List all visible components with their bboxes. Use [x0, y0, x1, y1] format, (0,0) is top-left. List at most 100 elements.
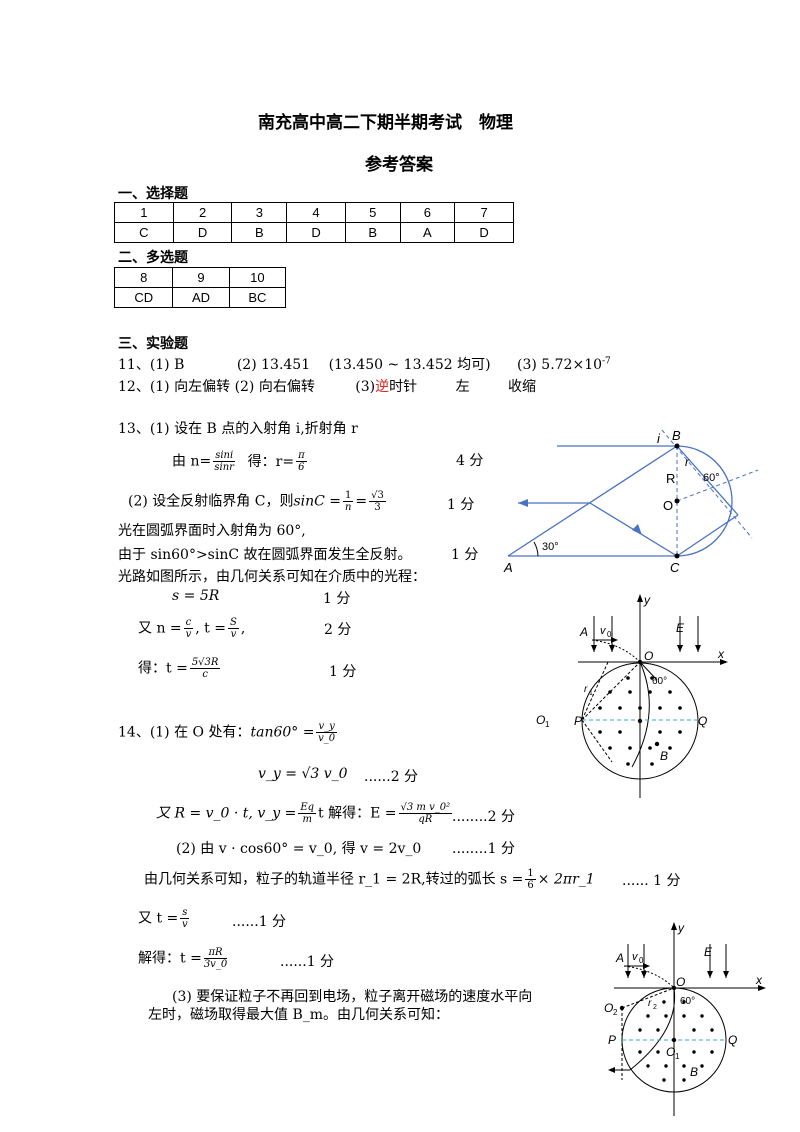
q14-text: 解得：t = — [138, 950, 202, 967]
q13-math: = — [355, 493, 368, 510]
table-cell: D — [286, 222, 346, 243]
label-P: P — [608, 1033, 616, 1047]
table-cell: 3 — [231, 202, 288, 223]
q11-range: (13.450 ~ 13.452 均可) — [328, 357, 491, 373]
q14-math: 又 R = v_0 · t, v_y = — [156, 805, 297, 822]
numerator: sini — [213, 450, 236, 462]
q14-score5: ......1 分 — [232, 914, 287, 930]
label-E: E — [676, 621, 685, 635]
label-C: C — [670, 560, 680, 575]
label-A: A — [615, 951, 624, 965]
answer-11: 11、(1) B (2) 13.451 (13.450 ~ 13.452 均可)… — [118, 354, 611, 374]
label-Q: Q — [728, 1033, 737, 1047]
table-cell: 7 — [454, 202, 514, 223]
numerator: S — [227, 617, 239, 629]
page-subtitle: 参考答案 — [365, 155, 433, 175]
denominator: 6 — [298, 462, 305, 473]
q12-part3-pre: (3) — [355, 379, 376, 395]
q13-line6: 光路如图所示，由几何关系可知在介质中的光程： — [118, 569, 426, 585]
numerator: 1 — [525, 868, 536, 880]
label-angle60: 60° — [703, 472, 720, 484]
label-O1-sub: 1 — [545, 720, 550, 729]
label-O1-sub: 1 — [675, 1052, 680, 1061]
q13-score6: 1 分 — [329, 664, 357, 680]
label-r1-sub: 1 — [589, 690, 593, 697]
table-cell: 8 — [113, 267, 174, 288]
numerator: c — [183, 617, 194, 629]
table-cell: B — [344, 222, 401, 243]
q12-part5: 收缩 — [508, 379, 537, 395]
q12-highlight: 逆 — [375, 379, 390, 395]
q13-text: 得：r= — [247, 453, 295, 470]
table-cell: 5 — [344, 202, 401, 223]
numerator: π — [296, 450, 307, 462]
label-O2-sub: 2 — [613, 1008, 618, 1017]
label-r1: r — [584, 684, 588, 695]
q11-part1: 11、(1) B — [118, 357, 185, 373]
refraction-diagram: i B r R O 60° 30° A C — [503, 428, 759, 575]
q13-line4: 光在圆弧界面时入射角为 60°, — [118, 523, 306, 539]
table-cell: 1 — [114, 202, 174, 223]
q13-line7: s = 5R — [172, 588, 220, 604]
label-angle60: 60° — [652, 676, 667, 687]
denominator: c — [202, 669, 208, 680]
table-cell: A — [399, 222, 456, 243]
q13-score2: 1 分 — [447, 497, 475, 513]
q14-score1: ......2 分 — [364, 769, 419, 785]
section-heading-experiment: 三、实验题 — [118, 336, 188, 352]
label-y: y — [677, 921, 685, 935]
q11-exponent: -7 — [602, 356, 611, 367]
label-O1: O — [666, 1045, 675, 1059]
table-row: 1 2 3 4 5 6 7 — [114, 202, 514, 223]
q12-part3-post: 时针 — [389, 379, 418, 395]
denominator: qR — [418, 814, 433, 825]
label-v0: v — [632, 951, 639, 963]
table-row: C D B D B A D — [114, 222, 514, 243]
field-diagram-2: y x A v 0 E O 60° r 2 O 2 O 1 P Q B — [604, 921, 766, 1116]
choice-answer-table: 1 2 3 4 5 6 7 C D B D B A D — [114, 202, 514, 243]
label-Q: Q — [698, 714, 707, 728]
q14-text: 14、(1) 在 O 处有： — [118, 724, 251, 741]
q13-score1: 4 分 — [456, 453, 484, 469]
label-r: r — [685, 455, 690, 469]
numerator: v_y — [316, 721, 337, 733]
q14-text: 由几何关系可知，粒子的轨道半径 r_1 = 2R,转过的弧长 s = — [144, 871, 524, 888]
q11-part3: (3) 5.72×10 — [517, 357, 603, 373]
denominator: v — [182, 919, 188, 930]
denominator: n — [344, 502, 352, 513]
q13-text: , — [240, 620, 246, 637]
label-O2: O — [604, 1001, 613, 1015]
label-O: O — [644, 649, 653, 663]
table-cell: 10 — [228, 267, 287, 288]
numerator: 1 — [343, 490, 354, 502]
label-v0-sub: 0 — [607, 630, 612, 639]
numerator: πR — [203, 947, 228, 959]
q13-score4: 1 分 — [323, 591, 351, 607]
label-x: x — [755, 973, 763, 987]
denominator: v — [230, 629, 237, 640]
label-angle30: 30° — [542, 541, 559, 553]
q14-score4: ...... 1 分 — [622, 873, 681, 889]
label-O: O — [676, 975, 685, 989]
q13-text: (2) 设全反射临界角 C，则 — [128, 493, 294, 510]
table-cell: 6 — [399, 202, 456, 223]
label-A: A — [503, 560, 513, 575]
q14-line8: (3) 要保证粒子不再回到电场，粒子离开磁场的速度水平向 — [172, 989, 533, 1005]
q12-part4: 左 — [455, 379, 470, 395]
numerator: √3 m v_0² — [398, 802, 453, 814]
q14-line9: 左时，磁场取得最大值 B_m。由几何关系可知： — [148, 1007, 450, 1023]
denominator: sinr — [214, 462, 234, 473]
table-cell: D — [454, 222, 514, 243]
denominator: v_0 — [318, 733, 336, 744]
